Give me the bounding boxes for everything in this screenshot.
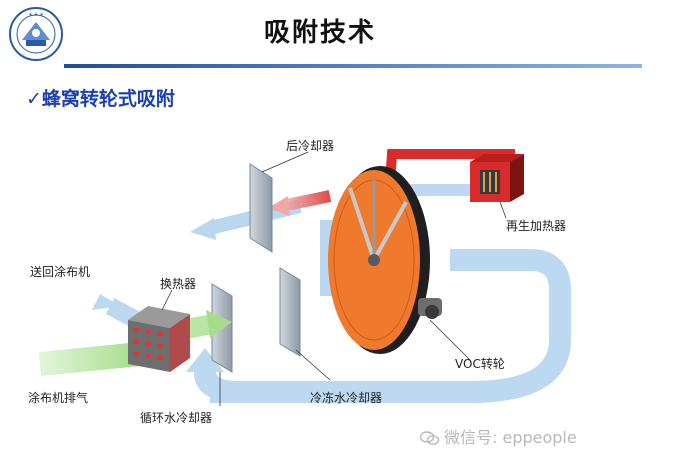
label-heat-exchanger: 换热器 xyxy=(160,277,196,291)
label-voc-wheel: VOC转轮 xyxy=(455,356,505,371)
svg-text:✦ ✦ ✦: ✦ ✦ ✦ xyxy=(28,12,43,18)
check-icon: ✓ xyxy=(26,88,42,110)
return-to-exchanger xyxy=(194,370,300,403)
heat-exchanger-cube xyxy=(128,306,190,372)
watermark: 微信号: eppeople xyxy=(419,424,577,448)
after-cooler-panel xyxy=(249,163,273,253)
return-arrowhead xyxy=(186,348,224,372)
label-regen-heater: 再生加热器 xyxy=(506,219,566,233)
chilled-water-cooler-panel xyxy=(279,267,301,357)
wechat-icon xyxy=(419,430,440,445)
voc-rotor-wheel xyxy=(328,166,442,354)
label-after-cooler: 后冷却器 xyxy=(286,139,334,153)
watermark-text: 微信号: eppeople xyxy=(444,428,577,447)
return-loop-duct xyxy=(210,249,571,403)
label-return-coater: 送回涂布机 xyxy=(30,264,90,279)
label-coater-exhaust: 涂布机排气 xyxy=(28,390,88,405)
hot-air-flow xyxy=(280,190,332,212)
coater-exhaust-flow xyxy=(38,342,142,376)
title-divider xyxy=(64,64,642,68)
label-cooling-water: 循环水冷却器 xyxy=(140,411,212,425)
rotor-adsorption-diagram: 后冷却器 再生加热器 送回涂布机 换热器 VOC转轮 涂布机排气 循环水冷却器 … xyxy=(0,110,640,452)
page-title: 吸附技术 xyxy=(263,18,376,48)
section-subtitle: ✓蜂窝转轮式吸附 xyxy=(26,84,175,111)
university-logo: ✦ ✦ ✦ xyxy=(8,6,64,62)
regen-heater-unit xyxy=(470,154,524,202)
subtitle-text: 蜂窝转轮式吸附 xyxy=(41,88,175,110)
label-chilled-water: 冷冻水冷却器 xyxy=(310,390,382,405)
